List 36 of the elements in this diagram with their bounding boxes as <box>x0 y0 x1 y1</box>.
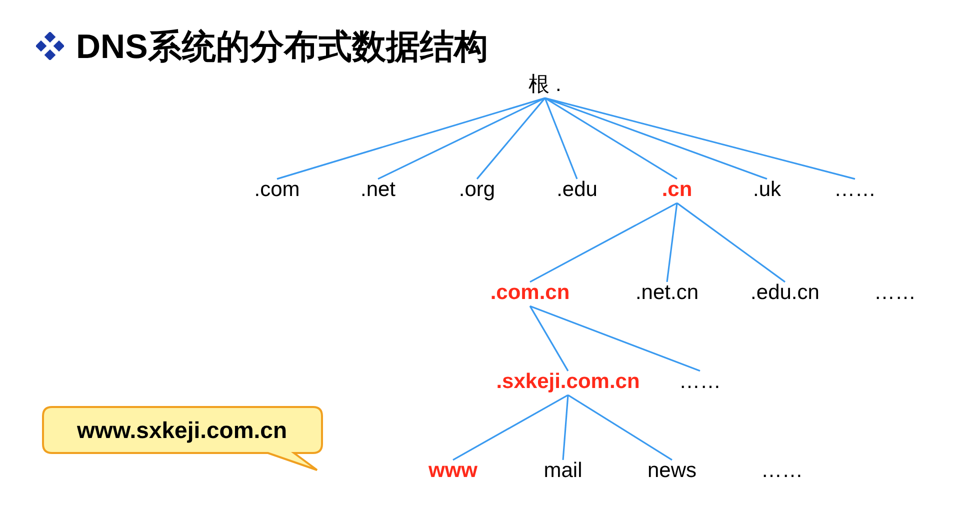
tree-line <box>544 97 678 180</box>
tree-line <box>530 305 700 372</box>
tree-line <box>378 97 546 180</box>
domain-label: …… <box>874 280 916 306</box>
tree-line <box>544 97 768 180</box>
tree-line <box>476 98 546 180</box>
domain-label: www <box>428 458 478 484</box>
domain-label: .cn <box>662 178 692 202</box>
domain-label: …… <box>761 458 803 484</box>
domain-label: .com <box>254 178 300 202</box>
domain-label: …… <box>834 178 876 202</box>
domain-label: .org <box>458 178 496 202</box>
domain-label: .net.cn <box>635 280 699 306</box>
domain-label: …… <box>679 370 721 394</box>
callout-text: www.sxkeji.com.cn <box>76 416 288 445</box>
domain-label: .net <box>360 178 396 202</box>
tree-line <box>544 97 856 180</box>
tree-line <box>562 395 569 460</box>
tree-line <box>276 97 546 180</box>
domain-label: .uk <box>753 178 781 202</box>
tree-line <box>666 202 678 282</box>
domain-label: .edu <box>556 178 598 202</box>
tree-line <box>530 202 678 283</box>
domain-label: .edu.cn <box>750 280 820 306</box>
domain-label: news <box>647 458 697 484</box>
domain-label: .sxkeji.com.cn <box>496 370 640 394</box>
tree-line <box>568 394 672 461</box>
tree-line <box>529 306 569 372</box>
domain-label: .com.cn <box>490 280 570 306</box>
domain-label: 根 . <box>528 72 562 98</box>
title: DNS系统的分布式数据结构 <box>76 27 488 68</box>
tree-line <box>452 394 568 461</box>
domain-label: mail <box>544 458 582 484</box>
callout-bubble <box>42 406 324 472</box>
tree-line <box>676 202 786 283</box>
tree-line <box>544 98 578 180</box>
